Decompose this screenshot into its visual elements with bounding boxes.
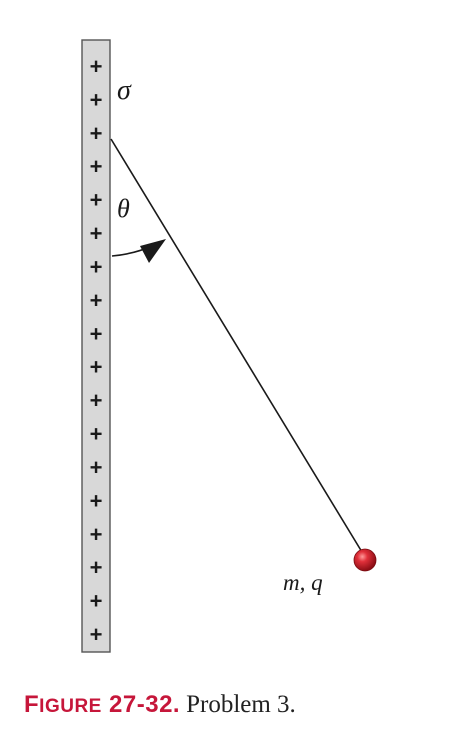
plus-sign: + (90, 388, 103, 413)
caption-label: FIGURE 27-32. (24, 691, 180, 718)
figure-caption: FIGURE 27-32. Problem 3. (24, 692, 444, 717)
plate-charges: + + + + + + + + + + + + + + + + + + (90, 54, 103, 647)
plus-sign: + (90, 188, 103, 213)
plus-sign: + (90, 522, 103, 547)
plus-sign: + (90, 455, 103, 480)
plus-sign: + (90, 54, 103, 79)
plus-sign: + (90, 288, 103, 313)
plus-sign: + (90, 589, 103, 614)
plus-sign: + (90, 622, 103, 647)
theta-label: θ (117, 194, 130, 223)
plus-sign: + (90, 321, 103, 346)
plus-sign: + (90, 87, 103, 112)
plus-sign: + (90, 555, 103, 580)
plus-sign: + (90, 221, 103, 246)
plus-sign: + (90, 355, 103, 380)
pendulum-thread (110, 138, 366, 558)
plus-sign: + (90, 254, 103, 279)
caption-label-initial: F (24, 691, 40, 718)
charged-ball (353, 548, 377, 572)
caption-text: Problem 3. (186, 691, 296, 718)
plus-sign: + (90, 422, 103, 447)
caption-label-rest: IGURE (39, 696, 102, 717)
angle-arrowhead-icon (140, 239, 166, 263)
caption-number: 27-32. (109, 691, 181, 718)
plus-sign: + (90, 488, 103, 513)
mass-charge-label: m, q (283, 570, 323, 595)
plus-sign: + (90, 121, 103, 146)
sigma-label: σ (117, 75, 132, 106)
plus-sign: + (90, 154, 103, 179)
charged-plate (81, 39, 111, 653)
